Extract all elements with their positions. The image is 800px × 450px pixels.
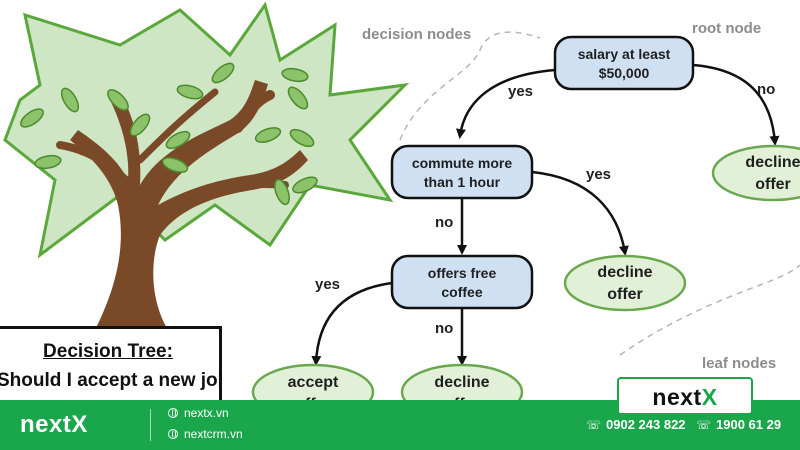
- leaf-accept-line1: accept: [288, 374, 339, 391]
- edge-label-commute-yes: yes: [586, 166, 611, 183]
- root-node-label: root node: [692, 20, 761, 37]
- edge-root-no: [692, 63, 780, 146]
- nextx-logo: nextX: [617, 377, 753, 415]
- node-coffee: offers free coffee: [390, 254, 534, 310]
- leaf-decline-right-line2: offer: [755, 176, 791, 193]
- node-root-line1: salary at least: [578, 46, 671, 62]
- edge-label-coffee-no: no: [435, 320, 453, 337]
- footer-phone-hotline[interactable]: ☏ 1900 61 29: [696, 417, 781, 432]
- node-root: salary at least $50,000: [553, 35, 695, 91]
- footer-link-nextx[interactable]: nextx.vn: [168, 406, 229, 420]
- tree-illustration: [3, 1, 410, 330]
- title-question: Should I accept a new job offer?: [0, 370, 219, 391]
- footer-link-text: nextcrm.vn: [184, 427, 243, 441]
- phone-icon: ☏: [586, 417, 602, 432]
- leaf-nodes-label: leaf nodes: [702, 355, 776, 372]
- node-commute-line2: than 1 hour: [424, 174, 501, 190]
- tree-edges: [311, 63, 780, 366]
- edge-label-coffee-yes: yes: [315, 276, 340, 293]
- node-coffee-line2: coffee: [441, 284, 482, 300]
- leaf-decline-mid-line1: decline: [597, 264, 652, 281]
- leaf-decline-bottom-line1: decline: [434, 374, 489, 391]
- footer-link-text: nextx.vn: [184, 406, 229, 420]
- footer-divider: [150, 409, 151, 441]
- footer-link-nextcrm[interactable]: nextcrm.vn: [168, 427, 243, 441]
- node-root-line2: $50,000: [599, 65, 650, 81]
- footer-phone-text: 1900 61 29: [716, 417, 782, 432]
- footer-phone-text: 0902 243 822: [606, 417, 686, 432]
- edge-root-yes: [456, 68, 556, 139]
- tree-leaves: [20, 62, 318, 206]
- title-heading: Decision Tree:: [43, 341, 173, 362]
- leaf-decline-mid-line2: offer: [607, 286, 643, 303]
- footer-phone-mobile[interactable]: ☏ 0902 243 822: [586, 417, 686, 432]
- node-coffee-line1: offers free: [428, 265, 497, 281]
- globe-icon: [168, 429, 178, 439]
- leaf-nodes-pointer: [619, 264, 800, 356]
- tree-foliage: [3, 1, 410, 259]
- logo-text: nextX: [652, 384, 718, 410]
- edge-coffee-yes: [311, 281, 393, 366]
- node-commute-line1: commute more: [412, 155, 513, 171]
- decision-nodes-label: decision nodes: [362, 26, 471, 43]
- leaf-decline-mid: decline offer: [563, 254, 687, 312]
- globe-icon: [168, 408, 178, 418]
- footer-brand: nextX: [20, 411, 88, 438]
- edge-label-root-no: no: [757, 81, 775, 98]
- edge-label-commute-no: no: [435, 214, 453, 231]
- leaf-decline-right-line1: decline: [745, 154, 800, 171]
- leaf-decline-right: decline offer: [711, 144, 800, 202]
- edge-label-root-yes: yes: [508, 83, 533, 100]
- edge-commute-yes: [531, 170, 629, 256]
- node-commute: commute more than 1 hour: [390, 144, 534, 200]
- tree-trunk: [70, 80, 308, 330]
- phone-icon: ☏: [696, 417, 712, 432]
